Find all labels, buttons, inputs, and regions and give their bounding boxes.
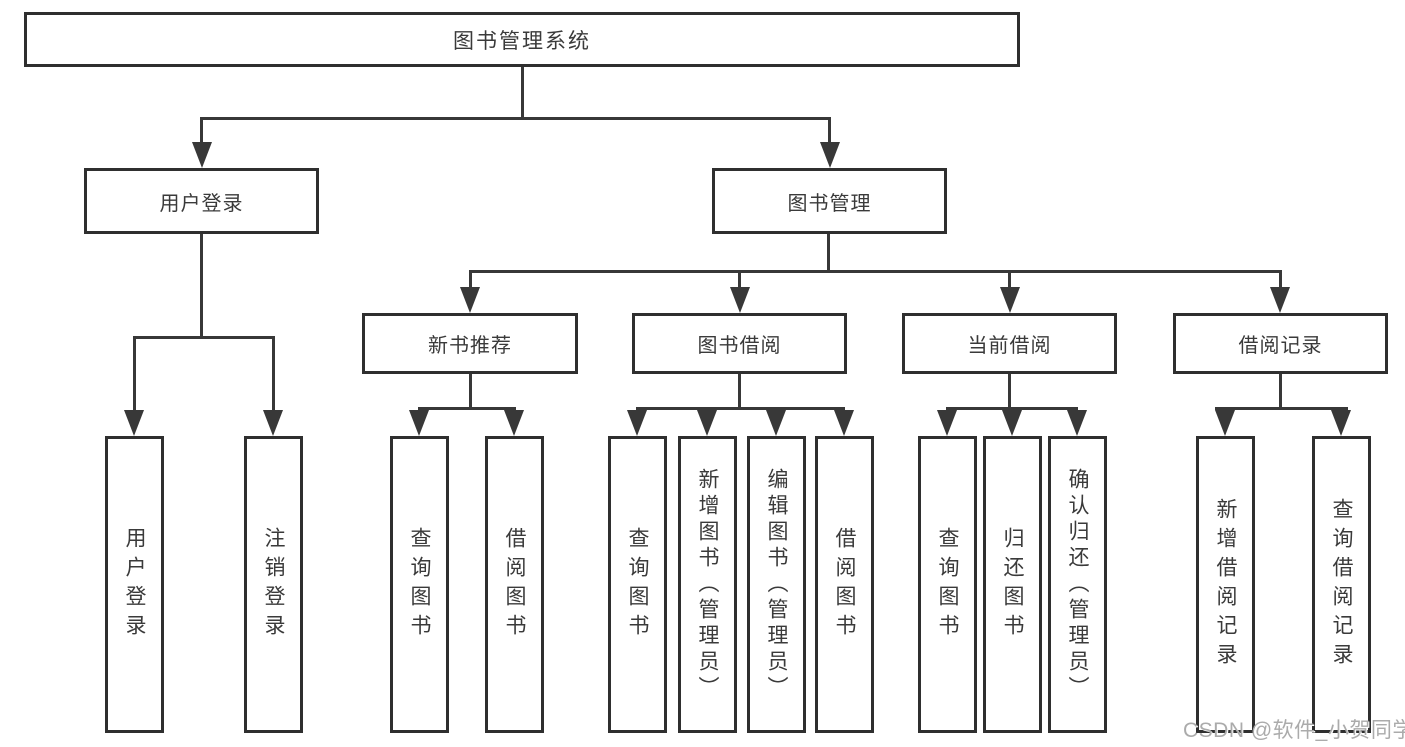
leaf-add-borrow-record-label: 新增借阅记录 xyxy=(1214,497,1237,672)
leaf-add-book-admin: 新增图书（管理员） xyxy=(678,436,737,733)
arrow-down-icon xyxy=(1215,410,1235,436)
arrow-down-icon xyxy=(1002,410,1022,436)
arrow-down-icon xyxy=(1270,287,1290,313)
connector-line xyxy=(1008,270,1011,290)
arrow-down-icon xyxy=(409,410,429,436)
leaf-logout: 注销登录 xyxy=(244,436,303,733)
connector-line xyxy=(946,407,1078,410)
connector-line xyxy=(1279,270,1282,290)
leaf-query-books-current: 查询图书 xyxy=(918,436,977,733)
leaf-borrow-books-borrowing-label: 借阅图书 xyxy=(833,526,856,643)
node-book-borrowing: 图书借阅 xyxy=(632,313,847,374)
arrow-down-icon xyxy=(766,410,786,436)
connector-line xyxy=(469,270,472,290)
node-borrowing-records-label: 借阅记录 xyxy=(1238,335,1323,357)
connector-line xyxy=(738,270,741,290)
arrow-down-icon xyxy=(697,410,717,436)
leaf-query-books-recommend-label: 查询图书 xyxy=(408,526,431,643)
leaf-add-borrow-record: 新增借阅记录 xyxy=(1196,436,1255,733)
arrow-down-icon xyxy=(263,410,283,436)
connector-line xyxy=(827,234,830,270)
leaf-confirm-return-admin-label: 确认归还（管理员） xyxy=(1066,467,1089,702)
connector-line xyxy=(636,407,845,410)
arrow-down-icon xyxy=(834,410,854,436)
node-user-login: 用户登录 xyxy=(84,168,319,234)
node-current-borrowing-label: 当前借阅 xyxy=(967,335,1052,357)
node-new-book-recommend: 新书推荐 xyxy=(362,313,578,374)
leaf-borrow-books-recommend: 借阅图书 xyxy=(485,436,544,733)
arrow-down-icon xyxy=(730,287,750,313)
leaf-query-books-current-label: 查询图书 xyxy=(936,526,959,643)
arrow-down-icon xyxy=(627,410,647,436)
leaf-query-books-borrowing: 查询图书 xyxy=(608,436,667,733)
arrow-down-icon xyxy=(1000,287,1020,313)
arrow-down-icon xyxy=(1331,410,1351,436)
connector-line xyxy=(1279,374,1282,407)
node-book-management-label: 图书管理 xyxy=(787,192,872,215)
arrow-down-icon xyxy=(460,287,480,313)
leaf-return-book-label: 归还图书 xyxy=(1001,526,1024,643)
connector-line xyxy=(133,336,275,339)
connector-line xyxy=(828,117,831,145)
node-borrowing-records: 借阅记录 xyxy=(1173,313,1388,374)
connector-line xyxy=(469,374,472,407)
leaf-query-borrow-record: 查询借阅记录 xyxy=(1312,436,1371,733)
leaf-user-login-label: 用户登录 xyxy=(123,526,146,643)
leaf-borrow-books-recommend-label: 借阅图书 xyxy=(503,526,526,643)
connector-line xyxy=(738,374,741,407)
connector-line xyxy=(418,407,516,410)
node-library-system-label: 图书管理系统 xyxy=(453,29,591,53)
node-new-book-recommend-label: 新书推荐 xyxy=(428,335,512,357)
leaf-query-books-recommend: 查询图书 xyxy=(390,436,449,733)
connector-line xyxy=(200,117,203,145)
arrow-down-icon xyxy=(192,142,212,168)
leaf-borrow-books-borrowing: 借阅图书 xyxy=(815,436,874,733)
connector-line xyxy=(1008,374,1011,407)
connector-line xyxy=(1215,407,1348,410)
arrow-down-icon xyxy=(1067,410,1087,436)
arrow-down-icon xyxy=(937,410,957,436)
leaf-add-book-admin-label: 新增图书（管理员） xyxy=(696,467,719,702)
leaf-return-book: 归还图书 xyxy=(983,436,1042,733)
connector-line xyxy=(133,336,136,412)
leaf-confirm-return-admin: 确认归还（管理员） xyxy=(1048,436,1107,733)
leaf-edit-book-admin-label: 编辑图书（管理员） xyxy=(765,467,788,702)
leaf-query-borrow-record-label: 查询借阅记录 xyxy=(1330,497,1353,672)
leaf-user-login: 用户登录 xyxy=(105,436,164,733)
node-book-management: 图书管理 xyxy=(712,168,947,234)
connector-line xyxy=(521,67,524,117)
connector-line xyxy=(469,270,1281,273)
watermark: CSDN @软件_小贺同学 xyxy=(1183,719,1405,742)
connector-line xyxy=(200,234,203,336)
connector-line xyxy=(200,117,831,120)
connector-line xyxy=(272,336,275,412)
node-current-borrowing: 当前借阅 xyxy=(902,313,1117,374)
node-user-login-label: 用户登录 xyxy=(159,192,244,215)
node-library-system: 图书管理系统 xyxy=(24,12,1020,67)
leaf-logout-label: 注销登录 xyxy=(262,526,285,643)
arrow-down-icon xyxy=(820,142,840,168)
leaf-edit-book-admin: 编辑图书（管理员） xyxy=(747,436,806,733)
arrow-down-icon xyxy=(124,410,144,436)
arrow-down-icon xyxy=(504,410,524,436)
node-book-borrowing-label: 图书借阅 xyxy=(697,335,782,357)
leaf-query-books-borrowing-label: 查询图书 xyxy=(626,526,649,643)
